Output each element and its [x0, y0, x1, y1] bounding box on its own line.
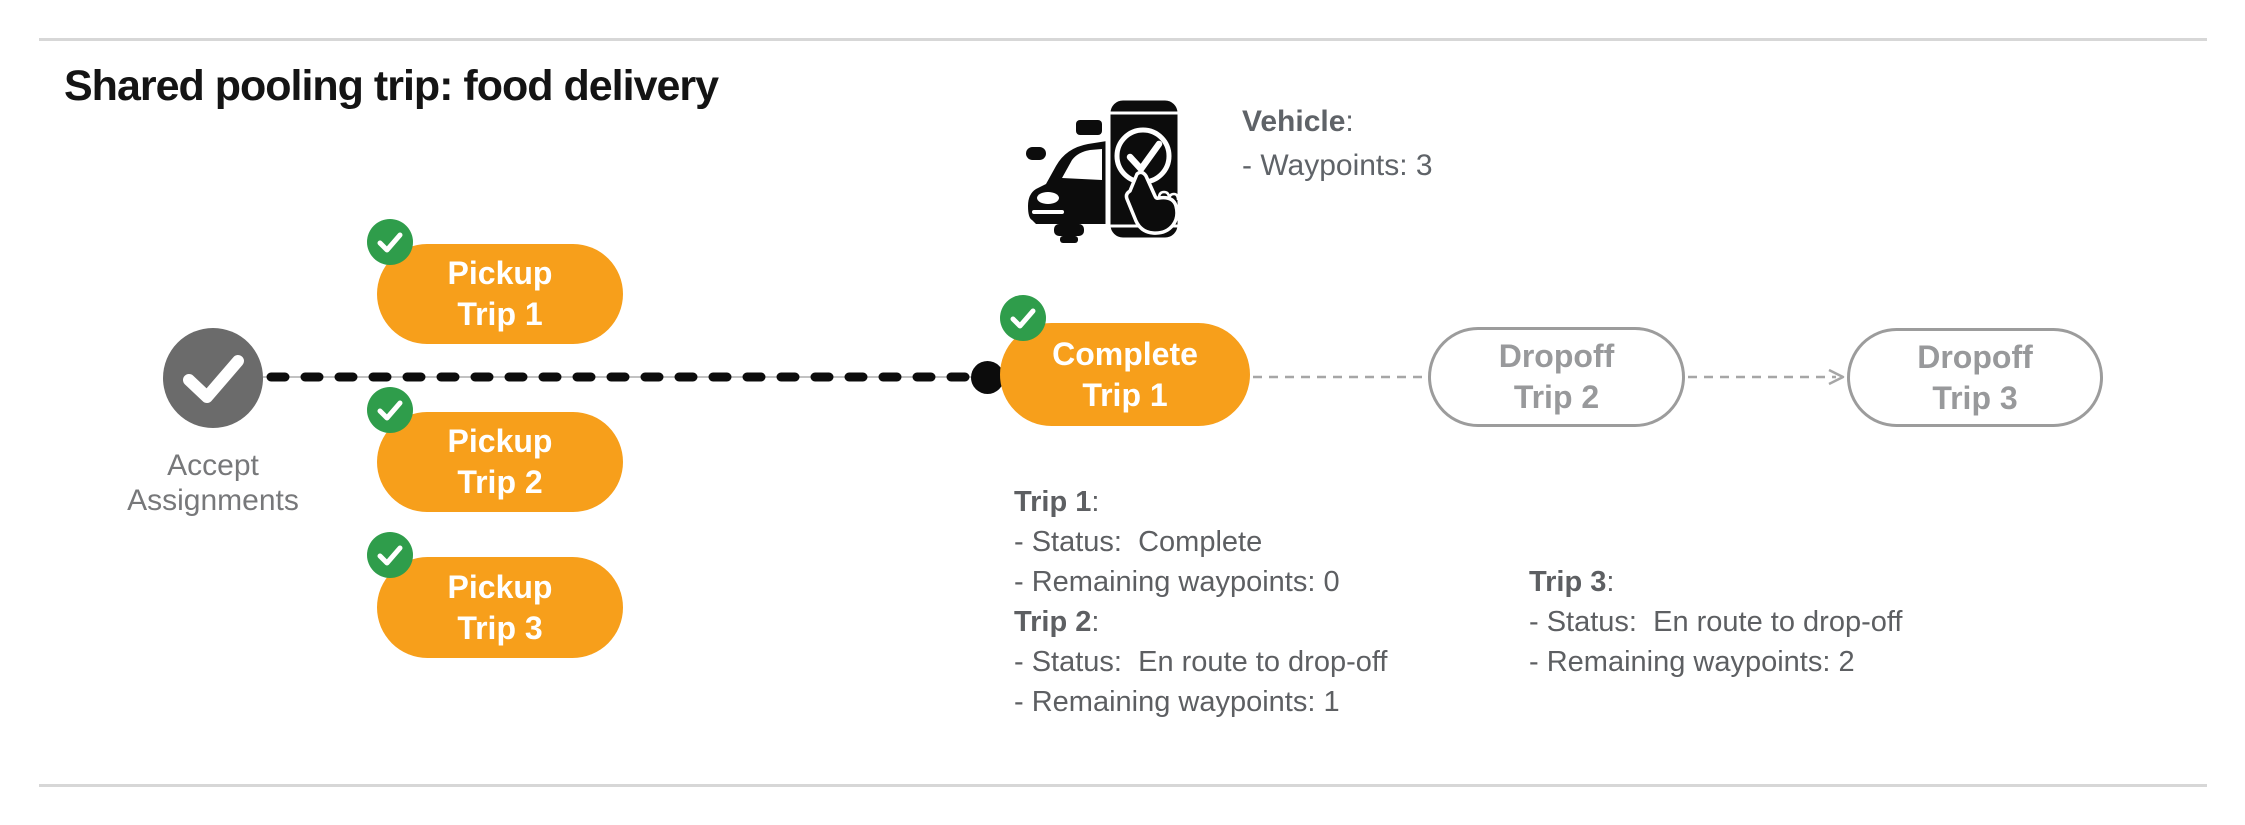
bottom-divider — [39, 784, 2207, 787]
trip1-remaining: - Remaining waypoints: 0 — [1014, 566, 1340, 598]
dashed-connector-main — [263, 372, 988, 382]
accept-assignments-label: Accept Assignments — [127, 449, 299, 517]
trip-status-block-3: Trip 3: - Status: En route to drop-off -… — [1529, 562, 1902, 682]
trip-status-block-1-2: Trip 1: - Status: Complete - Remaining w… — [1014, 482, 1387, 722]
node-dropoff-trip-3: Dropoff Trip 3 — [1847, 328, 2103, 427]
car-phone-check-icon — [1026, 95, 1183, 243]
green-checkmark-badge-icon — [367, 219, 413, 265]
trip1-status: - Status: Complete — [1014, 526, 1263, 558]
dashed-connector-complete-to-dropoff2 — [1253, 375, 1425, 379]
node-dropoff-trip-2: Dropoff Trip 2 — [1428, 327, 1685, 427]
green-checkmark-badge-icon — [367, 532, 413, 578]
tapping-hand — [1124, 170, 1180, 235]
waypoint-dot — [971, 361, 1004, 394]
vehicle-waypoints: - Waypoints: 3 — [1242, 149, 1433, 182]
node-complete-trip-1: Complete Trip 1 — [1000, 295, 1250, 426]
node-pickup-trip-3: Pickup Trip 3 — [367, 532, 623, 658]
trip2-remaining: - Remaining waypoints: 1 — [1014, 686, 1340, 718]
vehicle-info: Vehicle: - Waypoints: 3 — [1242, 100, 1433, 188]
page-title: Shared pooling trip: food delivery — [64, 62, 719, 110]
car-silhouette — [1026, 120, 1126, 243]
vehicle-heading: Vehicle: — [1242, 105, 1354, 138]
top-divider — [39, 38, 2207, 41]
node-pickup-trip-1: Pickup Trip 1 — [367, 219, 623, 344]
trip3-status: - Status: En route to drop-off — [1529, 606, 1903, 638]
dashed-arrow-dropoff2-to-dropoff3 — [1688, 368, 1845, 386]
trip1-heading: Trip 1: — [1014, 486, 1100, 518]
trip3-heading: Trip 3: — [1529, 566, 1615, 598]
trip2-status: - Status: En route to drop-off — [1014, 646, 1388, 678]
node-pickup-trip-2: Pickup Trip 2 — [367, 387, 623, 512]
trip2-heading: Trip 2: — [1014, 606, 1100, 638]
trip3-remaining: - Remaining waypoints: 2 — [1529, 646, 1855, 678]
green-checkmark-badge-icon — [1000, 295, 1046, 341]
gray-checkmark-circle-icon — [163, 328, 263, 428]
green-checkmark-badge-icon — [367, 387, 413, 433]
